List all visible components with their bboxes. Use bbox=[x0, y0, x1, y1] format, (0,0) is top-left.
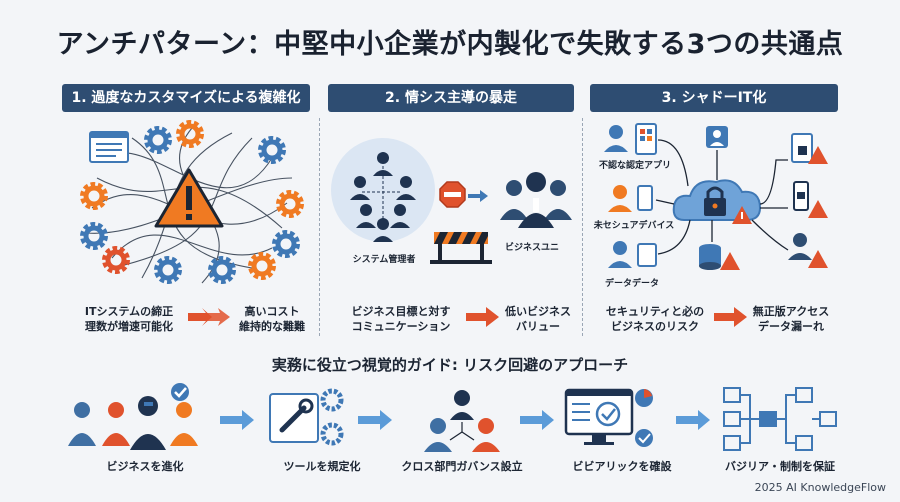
panel-1-left-text: ITシステムの締正理数が増速可能化 bbox=[84, 305, 174, 333]
panel-2-header: 2. 情シス主導の暴走 bbox=[328, 84, 574, 112]
panel-3-left-text: セキュリティと必のビジネスのリスク bbox=[605, 305, 705, 333]
panel-2-left-text: ビジネス目標と対すコミュニケーション bbox=[351, 305, 451, 333]
approach-flow-illustration bbox=[68, 383, 837, 452]
unapproved-app-label: 不認な認定アプリ bbox=[598, 161, 671, 171]
business-unit-label: ビジネスユニ bbox=[504, 243, 559, 253]
panel-1-right-text: 高いコスト維持的な難難 bbox=[239, 305, 305, 333]
data-label: データデータ bbox=[604, 279, 659, 289]
divider-1 bbox=[319, 118, 320, 336]
panel-3-arrow bbox=[714, 307, 747, 327]
panel-3-right-text: 無正版アクセスデータ漏ーれ bbox=[752, 305, 830, 333]
panel-3-header: 3. シャドーIT化 bbox=[590, 84, 838, 112]
divider-2 bbox=[582, 118, 583, 336]
panel-1-arrow bbox=[188, 308, 230, 326]
page-title: アンチパターン：中堅中小企業が内製化で失敗する3つの共通点 bbox=[56, 29, 844, 60]
guide-title: 実務に役立つ視覚的ガイド: リスク回避のアプローチ bbox=[271, 356, 629, 374]
it-takeover-illustration bbox=[331, 138, 572, 264]
step-1-label: ビジネスを進化 bbox=[106, 460, 184, 473]
panel-1-header: 1. 過度なカスタマイズによる複雑化 bbox=[62, 84, 310, 112]
step-3-label: クロス部門ガバンス設立 bbox=[401, 460, 523, 473]
footer-credit: 2025 AI KnowledgeFlow bbox=[754, 481, 886, 494]
insecure-device-label: 未セシュアデバイス bbox=[593, 221, 675, 231]
complexity-illustration bbox=[72, 118, 306, 288]
shadow-it-illustration bbox=[604, 123, 828, 270]
panel-2-arrow bbox=[466, 307, 499, 327]
system-admin-label: システム管理者 bbox=[352, 255, 416, 265]
panel-2-right-text: 低いビジネスバリュー bbox=[505, 305, 571, 333]
step-5-label: バジリア・制制を保証 bbox=[725, 460, 835, 473]
step-4-label: ビビアリックを確設 bbox=[572, 460, 672, 473]
step-2-label: ツールを規定化 bbox=[283, 460, 361, 473]
